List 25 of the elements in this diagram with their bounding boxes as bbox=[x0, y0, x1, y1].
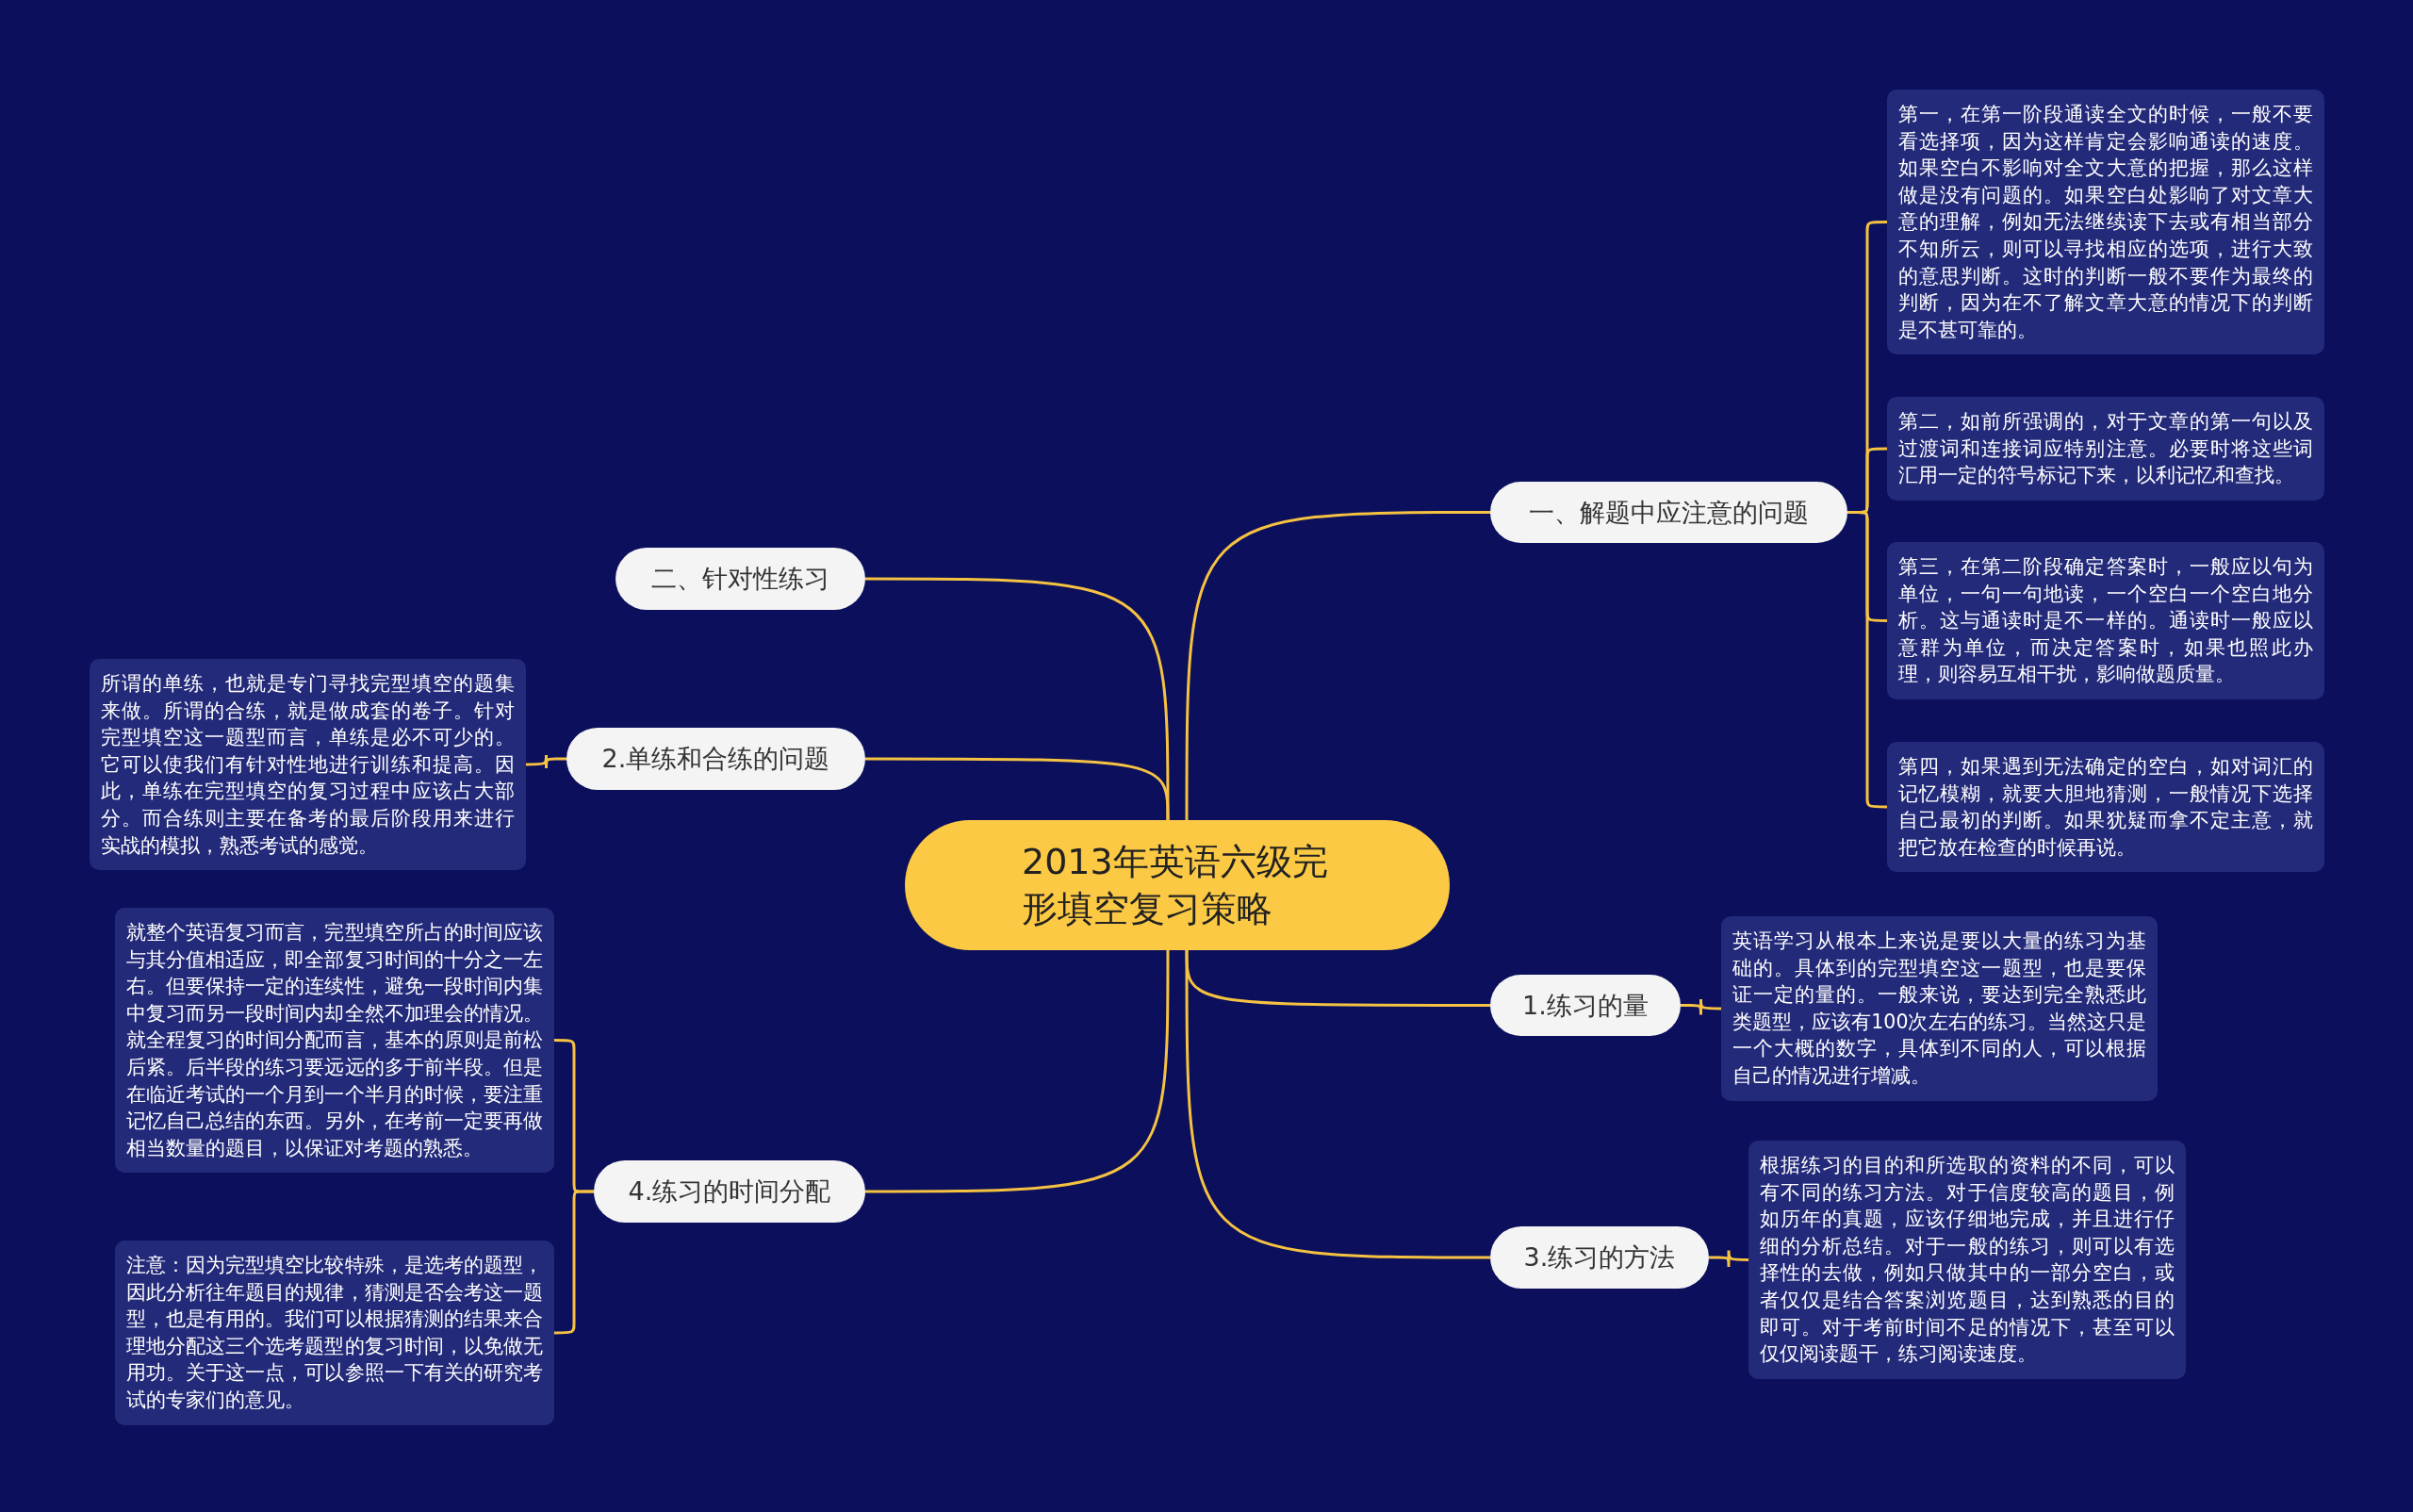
note-card: 英语学习从根本上来说是要以大量的练习为基础的。具体到的完型填空这一题型，也是要保证一定的量的。一般来说，要达到完全熟悉此类题型，应该有100次左右的练习。当然这只是一个大概的数字，具体到不同的人，可以根据自己的情况进行增减。 bbox=[1721, 916, 2158, 1101]
connector bbox=[1681, 997, 1721, 1016]
connector bbox=[554, 1190, 594, 1335]
note-card: 第二，如前所强调的，对于文章的第一句以及过渡词和连接词应特别注意。必要时将这些词汇用一定的符号标记下来，以利记忆和查找。 bbox=[1887, 397, 2324, 501]
branch-pill: 2.单练和合练的问题 bbox=[566, 728, 865, 790]
note-card: 就整个英语复习而言，完型填空所占的时间应该与其分值相适应，即全部复习时间的十分之一左右。但要保持一定的连续性，避免一段时间内集中复习而另一段时间内却全然不加理会的情况。就全程复习的时间分配而言，基本的原则是前松后紧。后半段的练习要远远的多于前半段。但是在临近考试的一个月到一个半月的时候，要注重记忆自己总结的东西。另外，在考前一定要再做相当数量的题目，以保证对考题的熟悉。 bbox=[115, 908, 554, 1174]
connector bbox=[1185, 511, 1490, 820]
note-card: 第四，如果遇到无法确定的空白，如对词汇的记忆模糊，就要大胆地猜测，一般情况下选择自己最初的判断。如果犹疑而拿不定主意，就把它放在检查的时候再说。 bbox=[1887, 742, 2324, 873]
connector bbox=[526, 753, 566, 770]
note-card: 第一，在第一阶段通读全文的时候，一般不要看选择项，因为这样肯定会影响通读的速度。如果空白不影响对全文大意的把握，那么这样做是没有问题的。如果空白处影响了对文章大意的理解，例如无法继续读下去或有相当部分不知所云，则可以寻找相应的选项，进行大致的意思判断。这时的判断一般不要作为最终的判断，因为在不了解文章大意的情况下的判断是不甚可靠的。 bbox=[1887, 90, 2324, 355]
note-card: 第三，在第二阶段确定答案时，一般应以句为单位，一句一句地读，一个空白一个空白地分析。这与通读时是不一样的。通读时一般应以意群为单位，而决定答案时，如果也照此办理，则容易互相干扰，影响做题质量。 bbox=[1887, 542, 2324, 699]
connector bbox=[1185, 950, 1490, 1259]
note-card: 注意：因为完型填空比较特殊，是选考的题型，因此分析往年题目的规律，猜测是否会考这一题型，也是有用的。我们可以根据猜测的结果来合理地分配这三个选考题型的复习时间，以免做无用功。关于这一点，可以参照一下有关的研究考试的专家们的意见。 bbox=[115, 1241, 554, 1425]
branch-pill: 1.练习的量 bbox=[1490, 975, 1681, 1036]
branch-pill: 一、解题中应注意的问题 bbox=[1490, 482, 1847, 543]
connector bbox=[1709, 1249, 1748, 1269]
branch-pill: 3.练习的方法 bbox=[1490, 1226, 1709, 1289]
branch-pill: 4.练习的时间分配 bbox=[594, 1160, 865, 1223]
connector bbox=[1847, 511, 1887, 809]
branch-pill: 二、针对性练习 bbox=[616, 548, 865, 610]
connector bbox=[865, 950, 1170, 1193]
topic-pill: 2013年英语六级完形填空复习策略 bbox=[905, 820, 1450, 950]
note-card: 根据练习的目的和所选取的资料的不同，可以有不同的练习方法。对于信度较高的题目，例如历年的真题，应该仔细地完成，并且进行仔细的分析总结。对于一般的练习，则可以有选择性的去做，例如只做其中的一部分空白，或者仅仅是结合答案浏览题目，达到熟悉的目的即可。对于考前时间不足的情况下，甚至可以仅仅阅读题干，练习阅读速度。 bbox=[1748, 1141, 2186, 1379]
connector bbox=[865, 757, 1170, 820]
note-card: 所谓的单练，也就是专门寻找完型填空的题集来做。所谓的合练，就是做成套的卷子。针对完型填空这一题型而言，单练是必不可少的。它可以使我们有针对性地进行训练和提高。因此，单练在完型填空的复习过程中应该占大部分。而合练则主要在备考的最后阶段用来进行实战的模拟，熟悉考试的感觉。 bbox=[90, 659, 526, 871]
